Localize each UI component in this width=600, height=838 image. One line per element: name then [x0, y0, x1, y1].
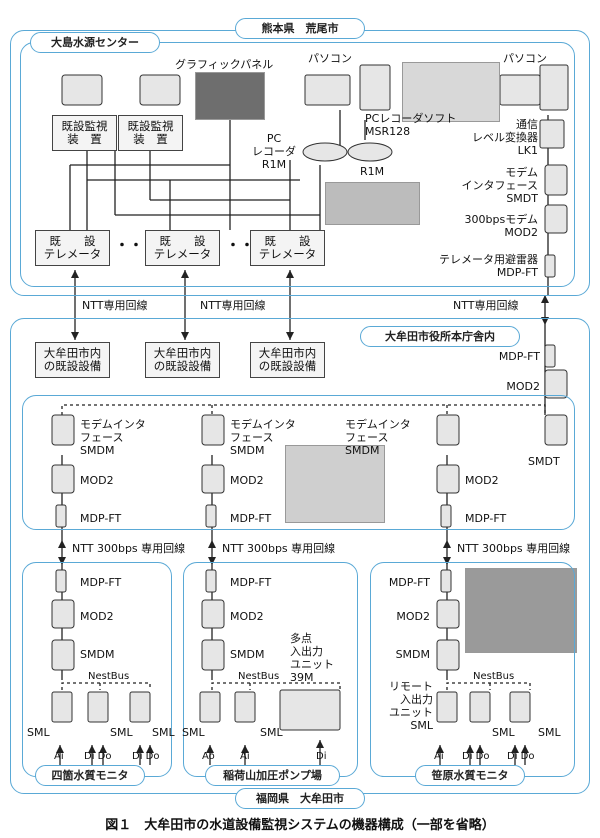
existing-monitor-2: 既設監視 装 置 — [118, 115, 183, 151]
site2-mod2-label: MOD2 — [230, 610, 264, 623]
site1-smdm-label: SMDM — [80, 648, 115, 661]
site2-mdpft-label: MDP-FT — [230, 576, 272, 589]
remote-io-label: リモート 入出力 ユニット SML — [389, 680, 433, 732]
ntt-line-label-1: NTT専用回線 — [82, 299, 148, 312]
modem-300-label: 300bpsモデム MOD2 — [464, 213, 538, 239]
io-di-do-5: Di Do — [507, 751, 535, 762]
telemeter-2: 既 設 テレメータ — [145, 230, 220, 266]
pc-label: パソコン — [308, 52, 352, 65]
site2-smdm-label: SMDM — [230, 648, 265, 661]
io-ai-2: Ai — [240, 751, 250, 762]
existing-monitor-1: 既設監視 装 置 — [52, 115, 117, 151]
city-hall-title: 大牟田市役所本庁舎内 — [360, 326, 520, 347]
nestbus-label-2: NestBus — [238, 671, 280, 682]
telemeter-1: 既 設 テレメータ — [35, 230, 110, 266]
ntt-300-label-2: NTT 300bps 専用回線 — [222, 542, 336, 555]
sml-label-2: SML — [110, 726, 133, 739]
site3-smdm-label: SMDM — [395, 648, 430, 661]
graphic-panel-photo — [195, 72, 265, 120]
ellipsis-1: ・・ — [115, 238, 143, 254]
io-ao: Ao — [202, 751, 215, 762]
ntt-line-label-3: NTT専用回線 — [453, 299, 519, 312]
cabinet-photo — [285, 445, 385, 523]
city-smdt-label: SMDT — [528, 455, 560, 468]
sml-label-3: SML — [152, 726, 175, 739]
sml-label-4: SML — [182, 726, 205, 739]
smdm-label-3: モデムインタ フェース SMDM — [345, 418, 411, 457]
city-mdpft-label: MDP-FT — [498, 350, 540, 363]
sml-label-7: SML — [538, 726, 561, 739]
ntt-line-label-2: NTT専用回線 — [200, 299, 266, 312]
figure-caption: 図１ 大牟田市の水道設備監視システムの機器構成（一部を省略） — [105, 818, 495, 833]
mdpft-label-2: MDP-FT — [230, 512, 272, 525]
pc-recorder-soft-label: PCレコーダソフト MSR128 — [365, 112, 457, 138]
mod2-label-1: MOD2 — [80, 474, 114, 487]
telemeter-3: 既 設 テレメータ — [250, 230, 325, 266]
telemeter-arrester-label: テレメータ用避雷器 MDP-FT — [439, 253, 538, 279]
modem-if-smdt-label: モデム インタフェース SMDT — [461, 166, 538, 205]
remote-unit-photo — [465, 568, 577, 653]
io-di-do-1: Di Do — [84, 751, 112, 762]
graphic-panel-label: グラフィックパネル — [175, 58, 274, 71]
io-di-do-2: Di Do — [132, 751, 160, 762]
mdpft-label-1: MDP-FT — [80, 512, 122, 525]
omuta-existing-1: 大牟田市内 の既設設備 — [35, 342, 110, 378]
water-center-region — [20, 42, 575, 287]
pc-recorder-label: PC レコーダ R1M — [252, 132, 296, 171]
smdm-label-1: モデムインタ フェース SMDM — [80, 418, 146, 457]
top-area-title: 熊本県 荒尾市 — [235, 18, 365, 39]
water-center-title: 大島水源センター — [30, 32, 160, 53]
ellipsis-2: ・・ — [226, 238, 254, 254]
inariyama-title: 稲荷山加圧ポンプ場 — [205, 765, 340, 786]
ntt-300-label-3: NTT 300bps 専用回線 — [457, 542, 571, 555]
site3-mod2-label: MOD2 — [396, 610, 430, 623]
sml-label-5: SML — [260, 726, 283, 739]
mdpft-label-3: MDP-FT — [465, 512, 507, 525]
nestbus-label-1: NestBus — [88, 671, 130, 682]
sasabara-title: 笹原水質モニタ — [415, 765, 525, 786]
omuta-existing-2: 大牟田市内 の既設設備 — [145, 342, 220, 378]
city-hall-region — [22, 395, 575, 530]
recorder-photo — [325, 182, 420, 225]
site1-mdpft-label: MDP-FT — [80, 576, 122, 589]
io-ai-3: Ai — [434, 751, 444, 762]
yotsukado-title: 四箇水質モニタ — [35, 765, 145, 786]
mod2-label-3: MOD2 — [465, 474, 499, 487]
site3-mdpft-label: MDP-FT — [388, 576, 430, 589]
sml-label-1: SML — [27, 726, 50, 739]
io-di-do-4: Di Do — [462, 751, 490, 762]
io-di-3: Di — [316, 751, 327, 762]
ntt-300-label-1: NTT 300bps 専用回線 — [72, 542, 186, 555]
nestbus-label-3: NestBus — [473, 671, 515, 682]
omuta-existing-3: 大牟田市内 の既設設備 — [250, 342, 325, 378]
comm-level-label: 通信 レベル変換器 LK1 — [472, 118, 538, 157]
mod2-label-2: MOD2 — [230, 474, 264, 487]
pc-right-label: パソコン — [503, 52, 547, 65]
sml-label-6: SML — [492, 726, 515, 739]
smdm-label-2: モデムインタ フェース SMDM — [230, 418, 296, 457]
multi-io-label: 多点 入出力 ユニット 39M — [290, 632, 334, 684]
r1m-label: R1M — [360, 165, 385, 178]
bottom-area-title: 福岡県 大牟田市 — [235, 788, 365, 809]
operator-photo — [402, 62, 500, 122]
site1-mod2-label: MOD2 — [80, 610, 114, 623]
city-mod2-label: MOD2 — [506, 380, 540, 393]
io-ai-1: Ai — [54, 751, 64, 762]
